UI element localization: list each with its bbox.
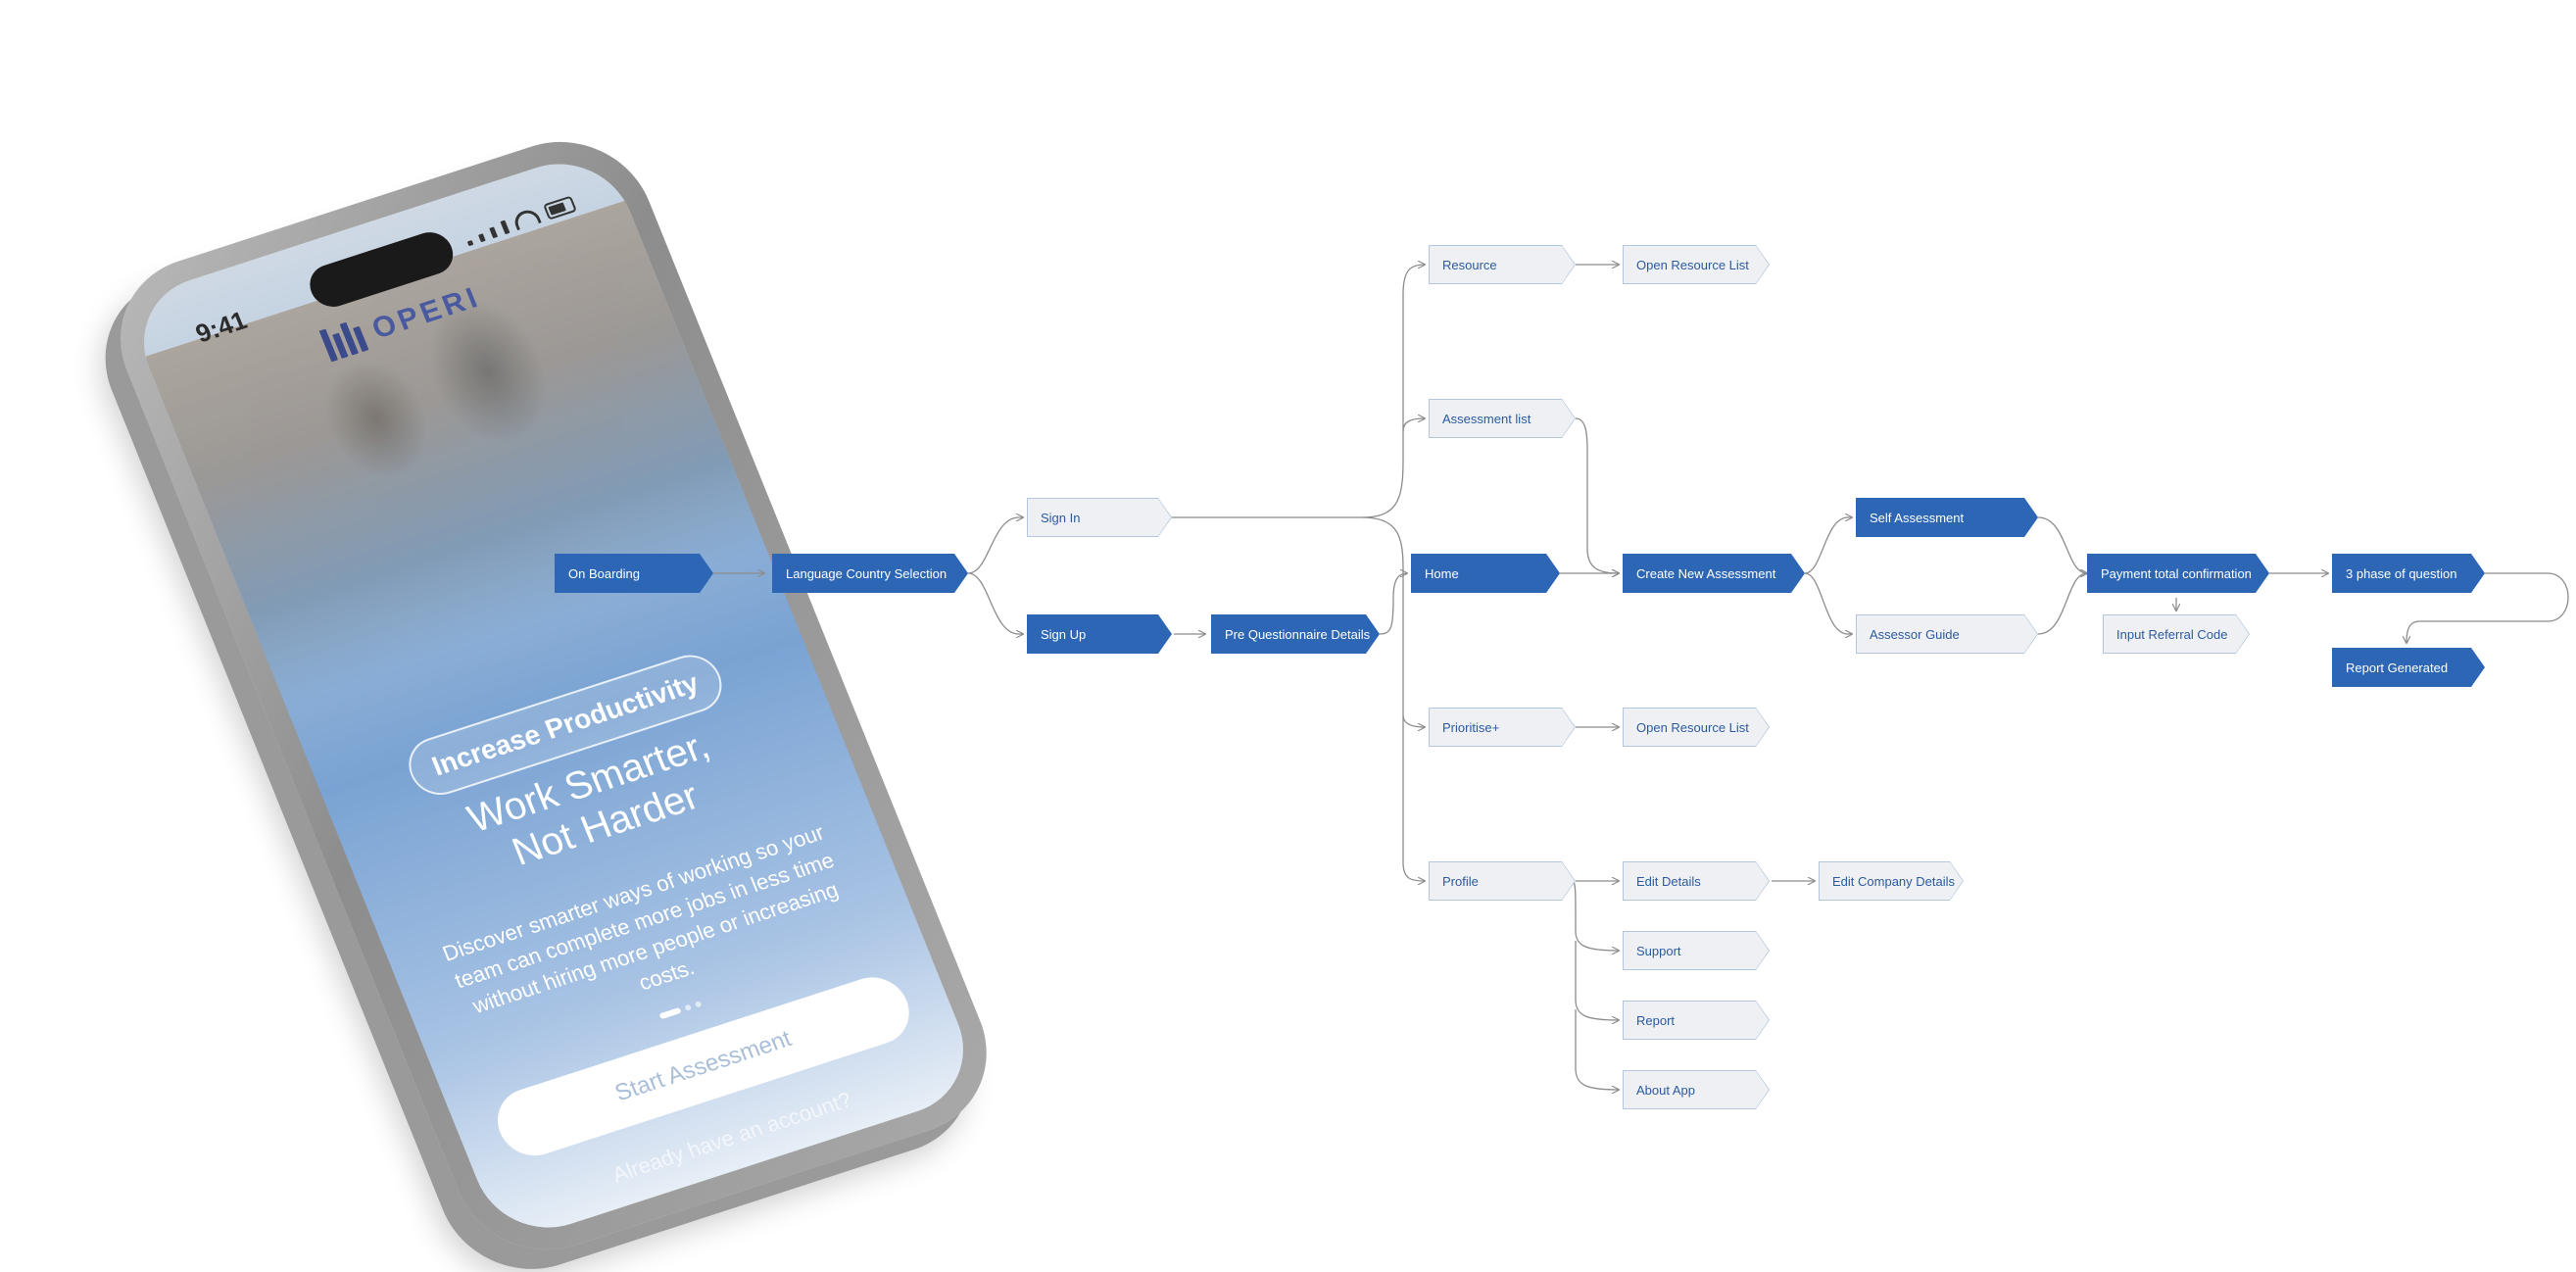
node-label: Open Resource List (1636, 257, 1749, 272)
node-prioritise: Prioritise+ (1429, 708, 1576, 747)
node-label: Assessment list (1442, 411, 1531, 426)
node-assessor-guide: Assessor Guide (1856, 614, 2038, 654)
node-edit-company-details: Edit Company Details (1819, 861, 1964, 901)
node-label: Assessor Guide (1870, 626, 1960, 642)
node-open-resource-list-2: Open Resource List (1623, 708, 1770, 747)
connector-profile-report (1575, 941, 1619, 1020)
connector-create-self (1804, 517, 1852, 574)
node-open-resource-list-1: Open Resource List (1623, 245, 1770, 284)
connector-self-payment (2037, 516, 2087, 573)
node-edit-details: Edit Details (1623, 861, 1770, 901)
connector-trunk-prioritise (1402, 714, 1425, 727)
node-payment-total-confirmation: Payment total confirmation (2087, 554, 2269, 593)
connector-signin-trunk (1172, 265, 1425, 518)
node-language-country-selection: Language Country Selection (772, 554, 968, 593)
node-profile: Profile (1429, 861, 1576, 901)
node-label: On Boarding (568, 565, 640, 581)
node-sign-in: Sign In (1027, 498, 1172, 537)
node-home: Home (1411, 554, 1560, 593)
connector-signin-lower-trunk (1361, 516, 1425, 881)
node-label: Prioritise+ (1442, 719, 1500, 735)
node-label: Open Resource List (1636, 719, 1749, 735)
node-assessment-list: Assessment list (1429, 399, 1576, 438)
connector-assessor-payment (2037, 573, 2087, 635)
connector-assessmentlist-create (1575, 417, 1619, 573)
connector-language-signin (967, 517, 1023, 574)
node-label: Create New Assessment (1636, 565, 1776, 581)
node-label: 3 phase of question (2346, 565, 2457, 581)
node-label: Self Assessment (1870, 510, 1965, 525)
node-label: Home (1425, 565, 1459, 581)
node-label: Payment total confirmation (2101, 565, 2252, 581)
node-label: Pre Questionnaire Details (1225, 626, 1371, 642)
node-label: Language Country Selection (786, 565, 948, 581)
node-input-referral-code: Input Referral Code (2103, 614, 2250, 654)
connector-trunk-assessment-list (1402, 418, 1425, 432)
node-label: Sign Up (1041, 626, 1087, 642)
node-sign-up: Sign Up (1027, 614, 1172, 654)
node-resource: Resource (1429, 245, 1576, 284)
connector-profile-support (1573, 880, 1619, 951)
node-support: Support (1623, 931, 1770, 970)
node-label: Resource (1442, 257, 1497, 272)
node-label: About App (1636, 1082, 1695, 1098)
node-report: Report (1623, 1001, 1770, 1040)
node-about-app: About App (1623, 1070, 1770, 1109)
connector-threephase-report (2406, 572, 2569, 643)
node-pre-questionnaire-details: Pre Questionnaire Details (1211, 614, 1380, 654)
connector-create-assessor (1804, 572, 1852, 634)
node-onboarding: On Boarding (555, 554, 713, 593)
node-three-phase-of-question: 3 phase of question (2332, 554, 2485, 593)
connector-prequestionnaire-home (1379, 573, 1407, 635)
connector-profile-about (1575, 1009, 1619, 1090)
node-self-assessment: Self Assessment (1856, 498, 2038, 537)
node-label: Edit Company Details (1832, 873, 1955, 889)
node-label: Profile (1442, 873, 1479, 889)
node-label: Input Referral Code (2116, 626, 2228, 642)
node-label: Edit Details (1636, 873, 1701, 889)
node-report-generated: Report Generated (2332, 648, 2485, 687)
node-label: Report (1636, 1012, 1676, 1028)
connector-language-signup (967, 572, 1023, 634)
node-create-new-assessment: Create New Assessment (1623, 554, 1805, 593)
node-label: Report Generated (2346, 660, 2449, 675)
node-label: Support (1636, 943, 1681, 958)
node-label: Sign In (1041, 510, 1081, 525)
